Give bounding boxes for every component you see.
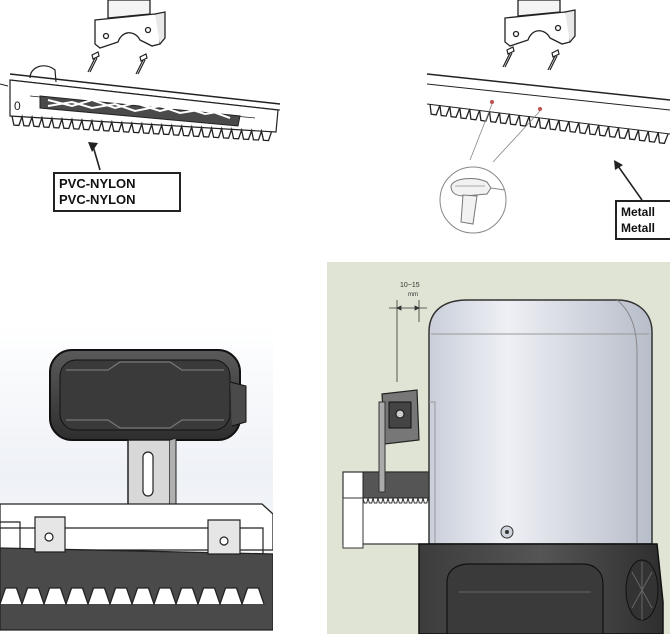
limit-bracket [378,389,420,493]
dimension-markers [389,300,427,382]
rack-teeth [0,587,265,606]
metal-rack [426,73,670,145]
pointer-arrow [614,160,643,201]
pvc-rack-drawing: 0 [0,0,281,171]
drill-inset [439,103,541,234]
gate-rack [342,471,446,549]
drill-icon [450,178,506,225]
label-line-2: PVC-NYLON [59,192,136,207]
label-line-2: Metall [621,221,656,235]
svg-text:0: 0 [14,99,21,113]
mounting-bracket [94,0,166,49]
material-label-pvc: PVC-NYLON PVC-NYLON [53,172,181,212]
metal-rack-diagram: Metall Metall [335,0,670,250]
rack-block [0,503,273,631]
label-line-1: Metall [621,205,656,219]
metal-rack-drawing [426,0,670,234]
drill-mark [490,100,494,104]
material-label-metal: Metall Metall [615,200,670,240]
pvc-rack-diagram: 0 PVC-NYLON PVC-NYLON [0,0,335,250]
mounting-bracket [504,0,576,47]
screws [87,51,148,75]
rack-teeth [11,114,273,142]
motor-cover [428,299,653,545]
dimension-unit-label: mm [408,292,418,298]
rack-teeth [429,103,669,145]
gate-motor-render: 10~15 mm [327,262,670,634]
limit-magnet-render [0,322,273,632]
dimension-range-label: 10~15 [400,282,420,289]
limit-magnet [49,349,247,441]
motor-base [418,543,664,634]
limit-magnet-drawing [0,322,273,632]
screws [502,46,560,71]
label-line-1: PVC-NYLON [59,176,136,191]
pointer-arrow [88,142,101,171]
drill-mark [538,107,542,111]
gate-motor-drawing [327,262,670,634]
pvc-rack: 0 [0,73,281,142]
magnet-stem [127,437,177,509]
gate-post [29,65,57,83]
